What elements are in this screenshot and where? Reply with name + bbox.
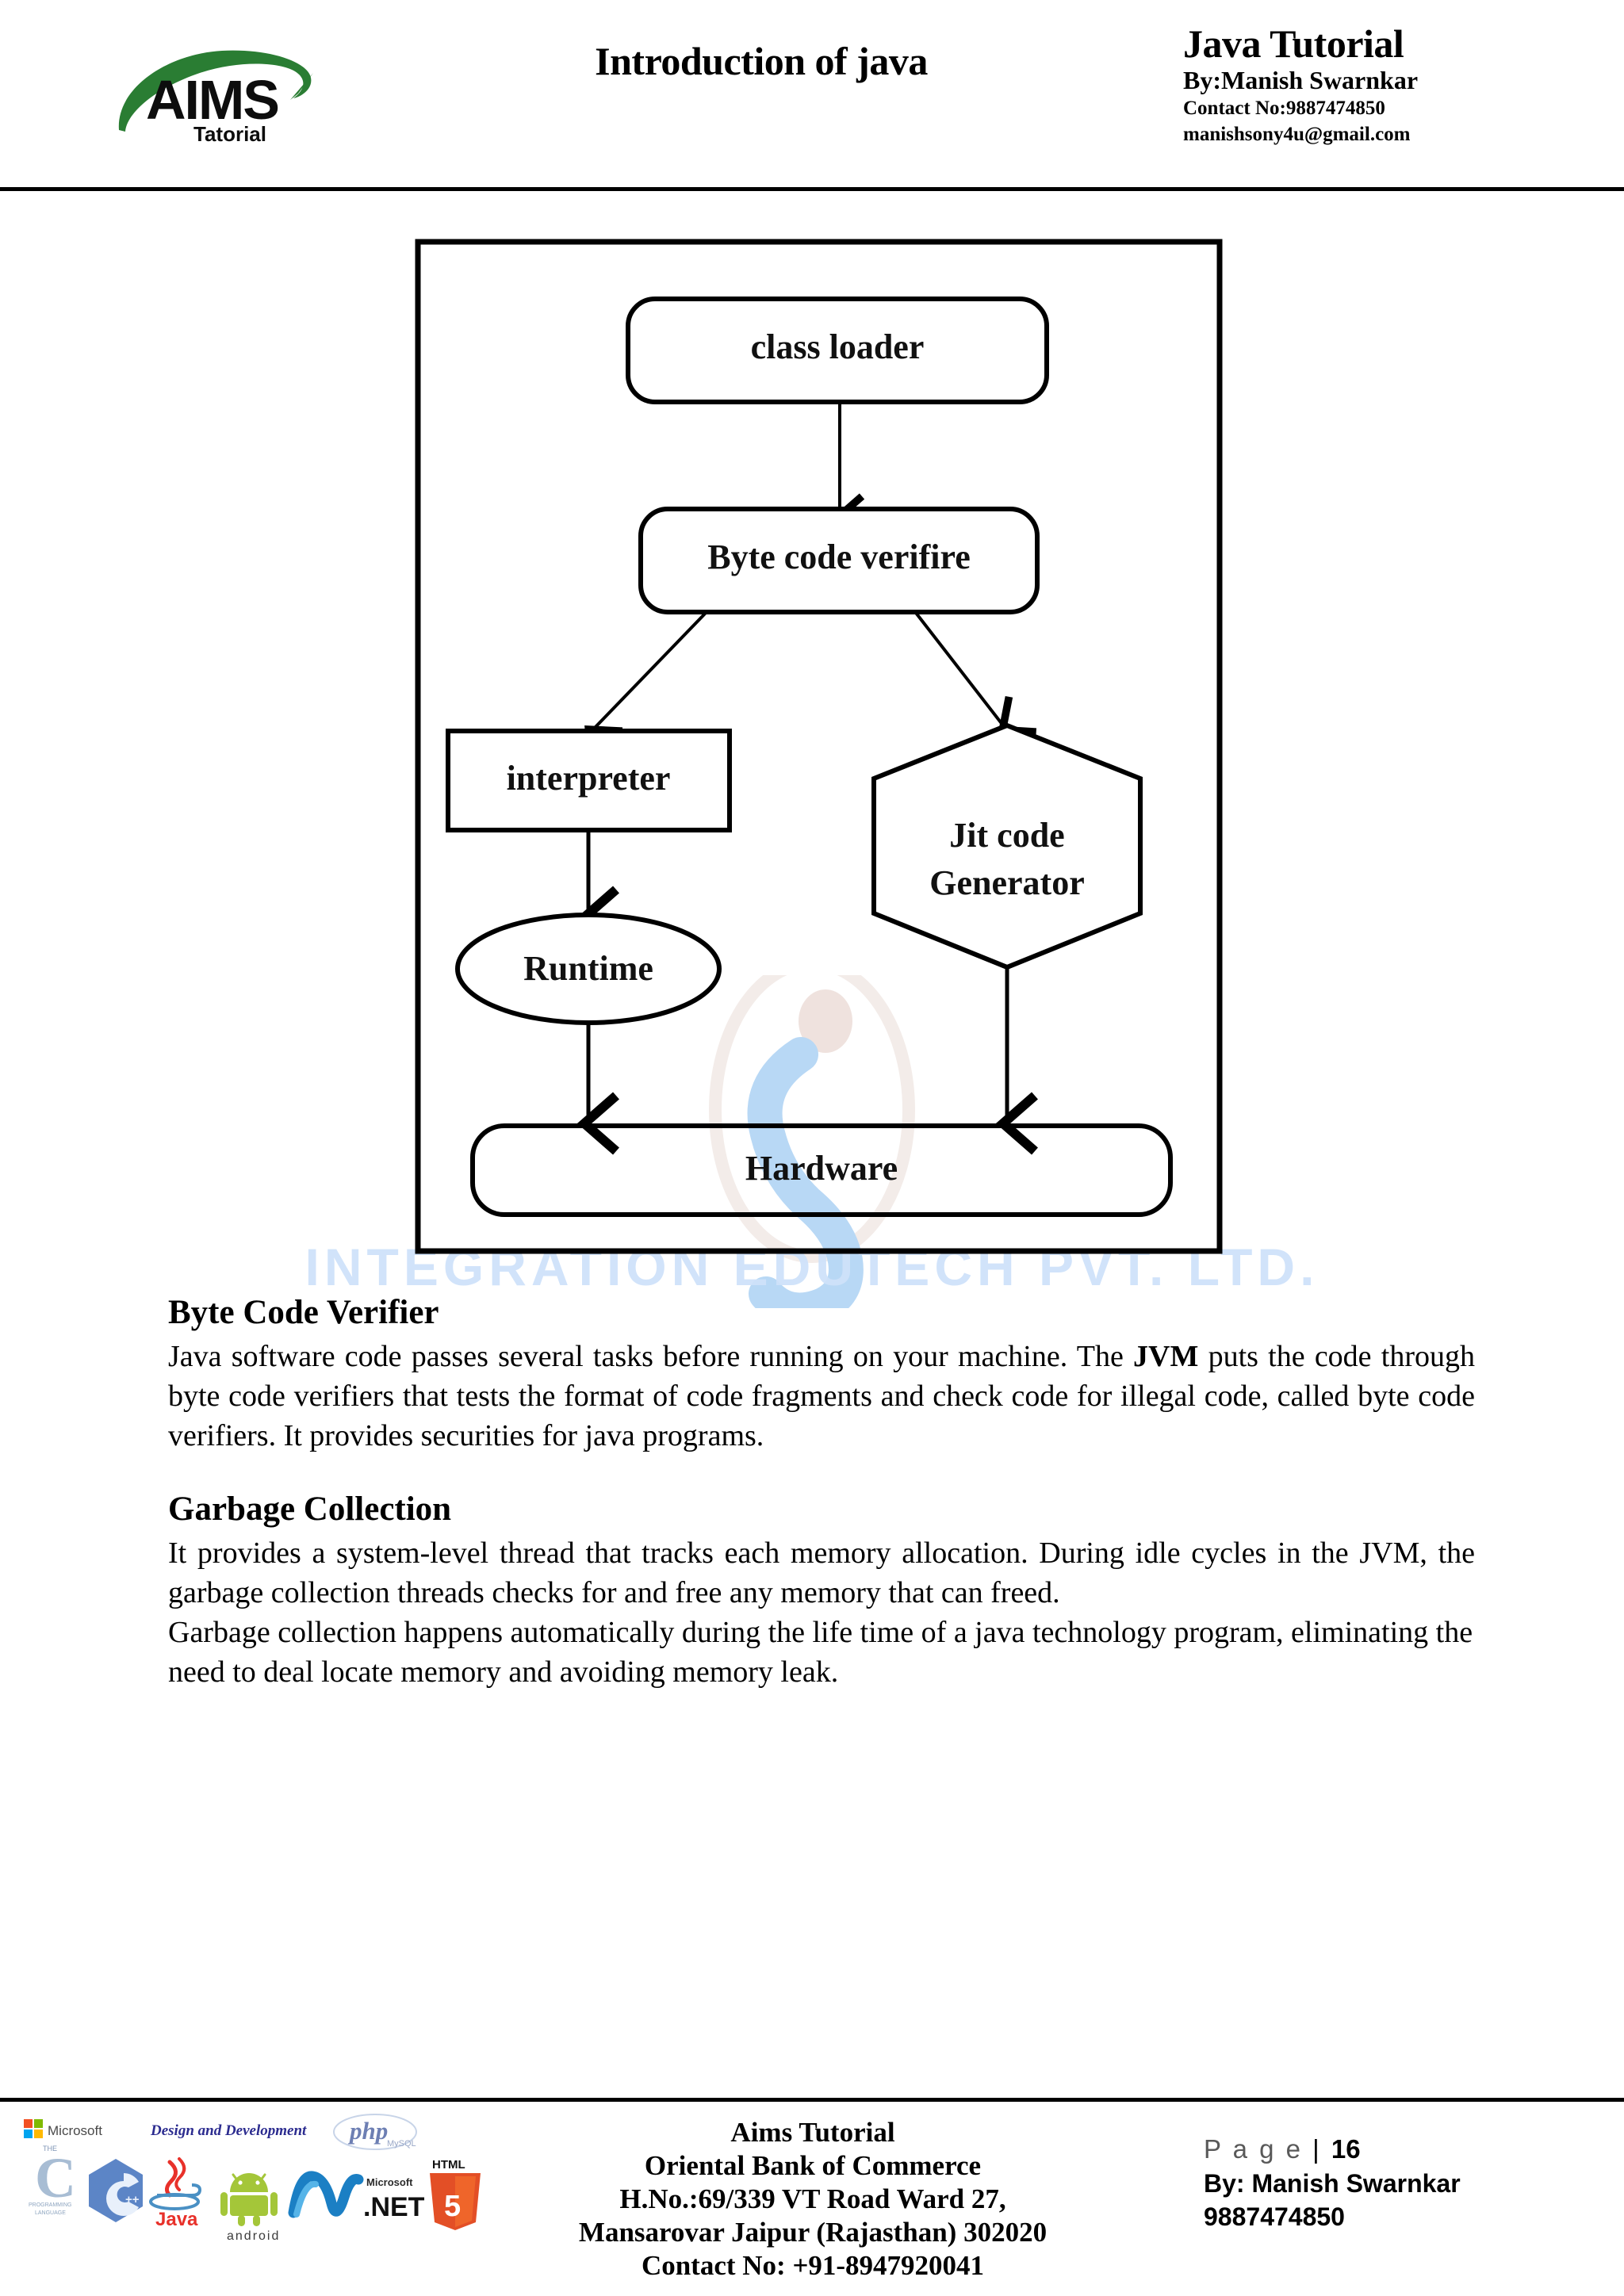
footer-address-line-2: Mansarovar Jaipur (Rajasthan) 302020 — [578, 2217, 1048, 2248]
page-title: Introduction of java — [595, 39, 928, 83]
diagram-label-jit-code: Jit code — [949, 816, 1064, 855]
diagram-node-hardware: Hardware — [470, 1123, 1173, 1217]
java-logo-icon: Java — [149, 2157, 202, 2230]
svg-text:5: 5 — [444, 2190, 461, 2223]
svg-text:Microsoft: Microsoft — [48, 2123, 102, 2138]
svg-text:THE: THE — [43, 2145, 57, 2152]
svg-text:android: android — [227, 2229, 280, 2243]
svg-text:php: php — [347, 2117, 388, 2145]
page-header: AIMS Tatorial Introduction of java Java … — [0, 0, 1624, 189]
svg-text:Microsoft: Microsoft — [366, 2176, 413, 2188]
para-bold-jvm: JVM — [1133, 1340, 1199, 1373]
header-author: By:Manish Swarnkar — [1183, 66, 1419, 94]
footer-address-line-1: H.No.:69/339 VT Road Ward 27, — [619, 2183, 1006, 2214]
footer-org-name: Aims Tutorial — [730, 2117, 895, 2148]
diagram-node-byte-code-verifier: Byte code verifire — [638, 507, 1040, 614]
footer-divider — [0, 2098, 1624, 2102]
page-separator: | — [1312, 2134, 1322, 2164]
page-content: Byte Code Verifier Java software code pa… — [168, 1292, 1475, 1692]
aims-logo-icon: AIMS Tatorial — [118, 50, 313, 146]
page-label: P a g e — [1204, 2134, 1313, 2164]
svg-text:Java: Java — [155, 2209, 198, 2230]
microsoft-logo-icon: Microsoft — [24, 2119, 102, 2138]
svg-text:HTML: HTML — [432, 2158, 465, 2172]
android-logo-icon: android — [220, 2173, 280, 2243]
para-text-pre: Java software code passes several tasks … — [168, 1340, 1134, 1373]
svg-text:++: ++ — [125, 2193, 140, 2206]
section-paragraph-byte-code-verifier: Java software code passes several tasks … — [168, 1337, 1475, 1456]
svg-text:C: C — [35, 2146, 76, 2210]
header-contact: Contact No:9887474850 — [1183, 98, 1385, 119]
html5-logo-icon: HTML 5 — [430, 2158, 481, 2230]
svg-text:PROGRAMMING: PROGRAMMING — [29, 2202, 71, 2208]
page-number: 16 — [1331, 2134, 1361, 2164]
design-development-tagline: Design and Development — [150, 2122, 307, 2139]
header-course-title: Java Tutorial — [1183, 21, 1404, 66]
header-right-block: Java Tutorial By:Manish Swarnkar Contact… — [1183, 22, 1595, 147]
diagram-label-byte-code-verifier: Byte code verifire — [707, 538, 970, 576]
diagram-edge-verifier-to-jit — [914, 611, 1037, 736]
php-mysql-logo-icon: php MySQL — [333, 2114, 417, 2150]
footer-page-block: P a g e | 16 By: Manish Swarnkar 9887474… — [1204, 2132, 1600, 2233]
cpp-logo-icon: ++ — [89, 2159, 143, 2222]
footer-contact: Contact No: +91-8947920041 — [641, 2250, 985, 2281]
svg-text:AIMS: AIMS — [146, 69, 278, 131]
diagram-node-jit-code-generator: Jit code Generator — [871, 722, 1143, 970]
diagram-label-hardware: Hardware — [745, 1149, 898, 1188]
section-heading-byte-code-verifier: Byte Code Verifier — [168, 1294, 439, 1331]
header-email: manishsony4u@gmail.com — [1183, 124, 1411, 145]
diagram-edge-verifier-to-interpreter — [584, 611, 707, 763]
svg-text:MySQL: MySQL — [387, 2139, 416, 2149]
svg-text:Tatorial: Tatorial — [193, 122, 266, 146]
svg-text:.NET: .NET — [363, 2192, 425, 2222]
header-divider — [0, 187, 1624, 191]
footer-address-block: Aims Tutorial Oriental Bank of Commerce … — [444, 2116, 1182, 2283]
aims-tutorial-logo: AIMS Tatorial — [111, 30, 341, 149]
diagram-node-class-loader: class loader — [626, 297, 1049, 404]
svg-text:LANGUAGE: LANGUAGE — [35, 2210, 66, 2216]
section-paragraph-garbage-collection-1: It provides a system-level thread that t… — [168, 1536, 1475, 1609]
dotnet-logo-icon: Microsoft .NET — [288, 2171, 425, 2222]
page-footer: Microsoft Design and Development php MyS… — [0, 2102, 1624, 2296]
footer-phone: 9887474850 — [1204, 2202, 1345, 2231]
diagram-node-runtime: Runtime — [455, 913, 722, 1025]
section-paragraph-garbage-collection-2: Garbage collection happens automatically… — [168, 1616, 1473, 1689]
section-heading-garbage-collection: Garbage Collection — [168, 1490, 452, 1528]
footer-technology-logos: Microsoft Design and Development php MyS… — [14, 2110, 490, 2252]
c-language-logo-icon: THE C PROGRAMMING LANGUAGE — [29, 2145, 76, 2216]
diagram-label-jit-generator: Generator — [929, 863, 1084, 902]
diagram-label-runtime: Runtime — [523, 949, 653, 988]
section-spacer — [168, 1456, 1475, 1489]
diagram-label-interpreter: interpreter — [507, 759, 671, 798]
footer-bank-name: Oriental Bank of Commerce — [644, 2150, 982, 2181]
para-text-post: puts the code through byte code verifier… — [168, 1340, 1475, 1452]
footer-author: By: Manish Swarnkar — [1204, 2169, 1461, 2198]
jvm-architecture-diagram: class loader Byte code verifire interpre… — [0, 206, 1624, 1284]
diagram-label-class-loader: class loader — [751, 327, 925, 366]
page-number-line: P a g e | 16 — [1204, 2132, 1600, 2167]
diagram-node-interpreter: interpreter — [446, 729, 732, 832]
